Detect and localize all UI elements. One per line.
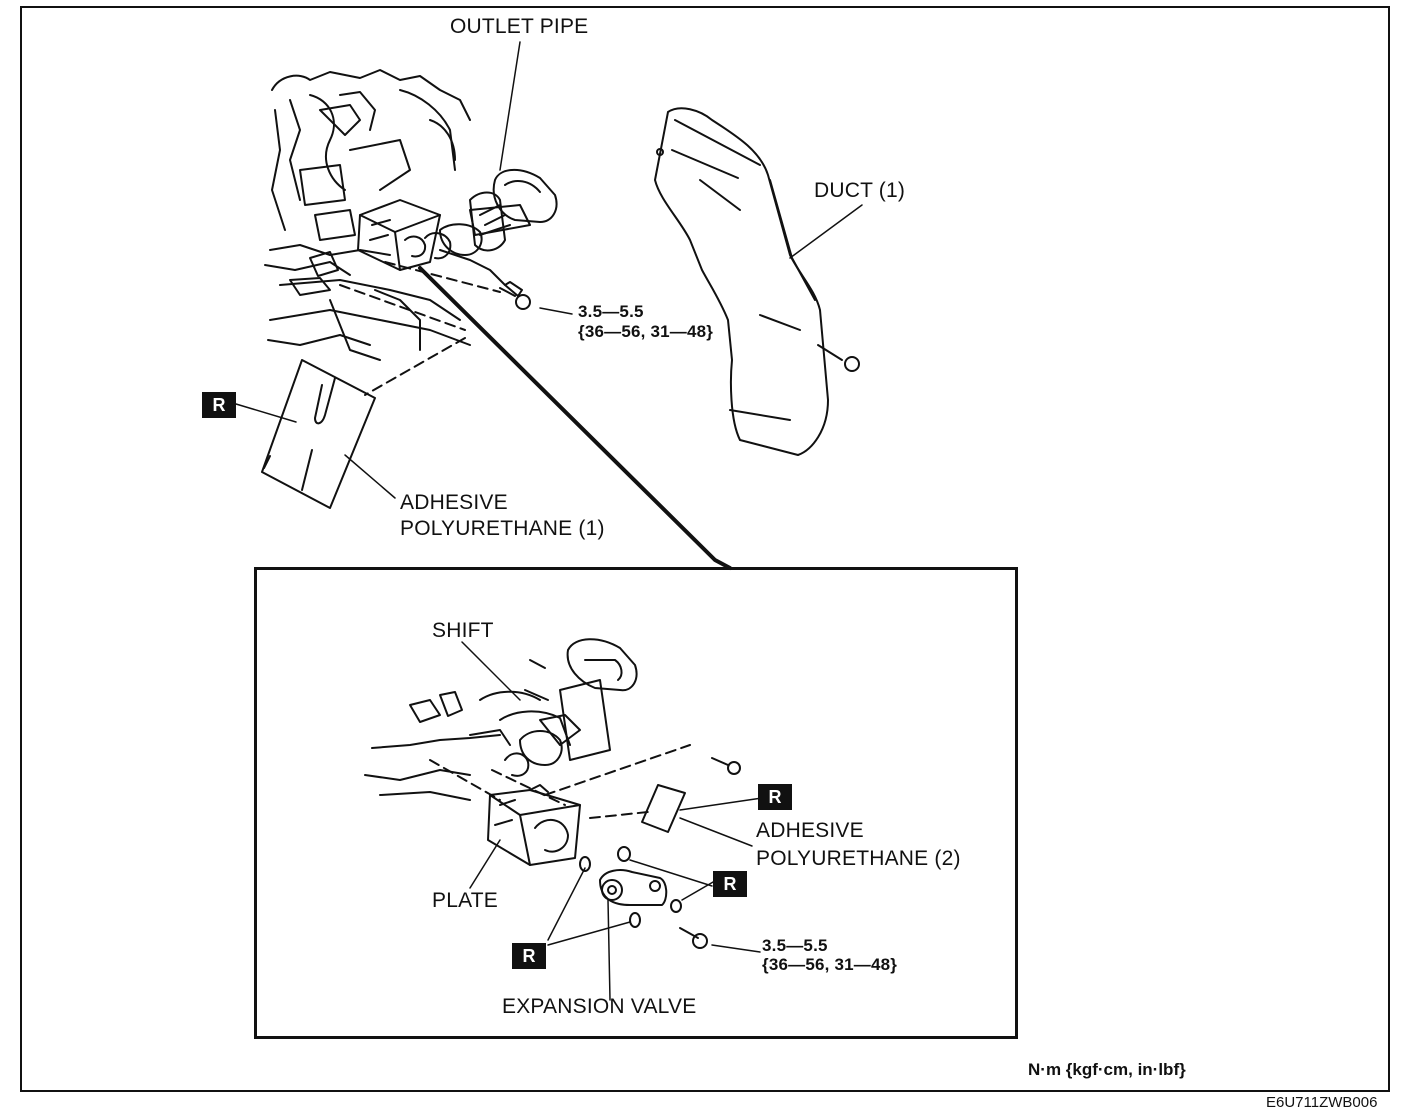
- detail-inset-frame: [254, 567, 1018, 1039]
- plate-assembly-upper: [357, 199, 441, 271]
- leader-dashed-upper: [339, 261, 501, 396]
- engine-sketch: [264, 69, 506, 361]
- leaders-inset: [461, 641, 763, 1001]
- shift-label: SHIFT: [432, 619, 494, 642]
- torque-units-legend: N·m {kgf·cm, in·lbf}: [1028, 1060, 1186, 1079]
- replace-badge: R: [713, 871, 747, 897]
- duct-screw: [817, 344, 860, 372]
- inset-bolt-bottom: [679, 927, 708, 949]
- replace-badge: R: [202, 392, 236, 418]
- duct-label: DUCT (1): [814, 179, 906, 202]
- outlet-pipe-label: OUTLET PIPE: [450, 15, 589, 38]
- inset-bolt-top: [711, 757, 741, 775]
- torque-top-units-value: {36—56, 31—48}: [578, 322, 714, 341]
- inset-plate-drawing: [487, 784, 581, 866]
- figure-code: E6U711ZWB006: [1266, 1094, 1378, 1111]
- inset-engine-sketch: [364, 659, 571, 801]
- leaders-upper: [235, 41, 863, 499]
- inset-pad-2: [641, 784, 686, 833]
- detail-pointer: [418, 266, 732, 570]
- replace-badge: R: [758, 784, 792, 810]
- inset-orings: [579, 846, 682, 928]
- inset-outlet-pipe: [504, 638, 638, 777]
- adhesive-1-label-line1: ADHESIVE: [400, 491, 508, 514]
- adhesive-2-label-line1: ADHESIVE: [756, 819, 864, 842]
- outlet-pipe-drawing: [424, 169, 558, 260]
- duct-drawing: [654, 107, 829, 456]
- adhesive-1-label-line2: POLYURETHANE (1): [400, 517, 605, 540]
- adhesive-pad-1-drawing: [261, 359, 376, 509]
- adhesive-2-label-line2: POLYURETHANE (2): [756, 847, 961, 870]
- torque-bottom-value: 3.5—5.5: [762, 936, 828, 955]
- replace-badge: R: [512, 943, 546, 969]
- plate-label: PLATE: [432, 889, 498, 912]
- bolt-upper: [499, 281, 531, 310]
- inset-expansion-valve: [599, 869, 668, 906]
- figure-frame: [20, 6, 1390, 1092]
- torque-top-value: 3.5—5.5: [578, 302, 644, 321]
- expansion-valve-label: EXPANSION VALVE: [502, 995, 697, 1018]
- torque-bottom-units-value: {36—56, 31—48}: [762, 955, 898, 974]
- inset-dashed-leaders: [429, 744, 691, 819]
